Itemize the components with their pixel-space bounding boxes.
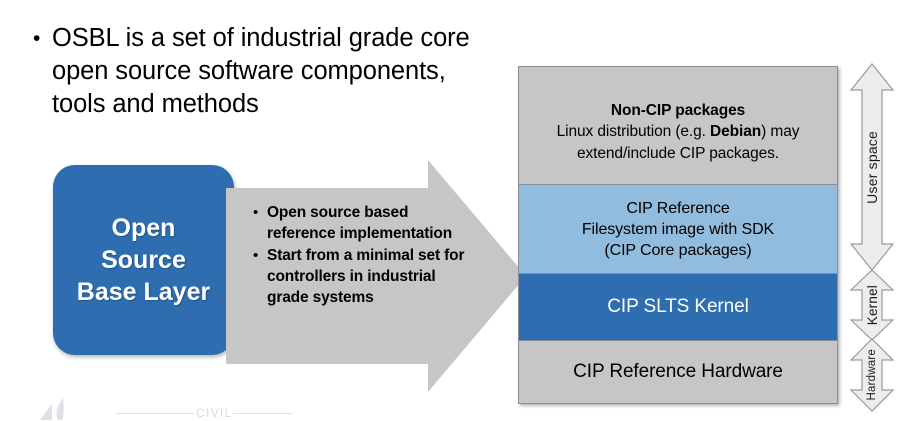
footer-logo: CIVIL xyxy=(36,398,296,421)
intro-bullet-block: • OSBL is a set of industrial grade core… xyxy=(33,22,493,121)
desc-part-bold: Debian xyxy=(710,123,762,140)
stack-layer-non-cip-packages: Non-CIP packages Linux distribution (e.g… xyxy=(519,67,837,184)
scope-arrow-kernel: Kernel xyxy=(849,268,895,342)
cip-slts-kernel-title: CIP SLTS Kernel xyxy=(607,296,749,317)
scope-arrow-hardware: Hardware xyxy=(849,337,895,413)
scope-label-wrapper: Kernel xyxy=(849,268,895,342)
scope-label-wrapper: Hardware xyxy=(849,337,895,413)
stack-layer-cip-reference-filesystem: CIP Reference Filesystem image with SDK … xyxy=(519,184,837,273)
bullet-dot-icon: • xyxy=(253,204,259,221)
transition-arrow-bullets: • Open source based reference implementa… xyxy=(253,202,468,309)
arrow-bullet-item: • Open source based reference implementa… xyxy=(253,202,468,244)
cip-reference-hardware-title: CIP Reference Hardware xyxy=(573,361,783,382)
stack-layer-cip-slts-kernel: CIP SLTS Kernel xyxy=(519,273,837,340)
scope-label-hardware: Hardware xyxy=(866,349,878,401)
logo-word: CIVIL xyxy=(196,406,233,420)
cip-reference-filesystem-line-2: Filesystem image with SDK xyxy=(581,220,775,238)
osbl-label-line-2: Source xyxy=(101,246,186,274)
logo-rule-left xyxy=(116,413,194,414)
arrow-bullet-text: Open source based reference implementati… xyxy=(267,204,453,242)
scope-arrow-user-space: User space xyxy=(849,62,895,272)
osbl-box: Open Source Base Layer xyxy=(53,165,234,355)
scope-label-wrapper: User space xyxy=(849,62,895,272)
cip-reference-filesystem-line-3: (CIP Core packages) xyxy=(604,241,752,259)
non-cip-packages-description: Linux distribution (e.g. Debian) may ext… xyxy=(519,121,837,165)
stack-layer-cip-reference-hardware: CIP Reference Hardware xyxy=(519,340,837,403)
osbl-label-line-1: Open xyxy=(111,214,176,242)
osbl-label-line-3: Base Layer xyxy=(76,278,211,306)
bullet-dot-icon: • xyxy=(33,27,41,50)
transition-arrow: • Open source based reference implementa… xyxy=(226,160,526,392)
arrow-bullet-text: Start from a minimal set for controllers… xyxy=(267,247,465,306)
scope-label-kernel: Kernel xyxy=(864,284,880,326)
intro-bullet-text: OSBL is a set of industrial grade core o… xyxy=(52,24,470,118)
scope-label-user-space: User space xyxy=(864,130,880,204)
sail-logo-icon xyxy=(40,398,64,420)
double-headed-vertical-arrow-icon xyxy=(849,338,895,412)
cip-reference-filesystem-line-1: CIP Reference xyxy=(626,199,730,217)
right-arrow-icon xyxy=(226,160,526,392)
bullet-dot-icon: • xyxy=(253,247,259,264)
non-cip-packages-title: Non-CIP packages xyxy=(610,102,746,119)
cip-architecture-stack: Non-CIP packages Linux distribution (e.g… xyxy=(518,66,838,404)
osbl-box-label: Open Source Base Layer xyxy=(77,212,210,308)
arrow-bullet-item: • Start from a minimal set for controlle… xyxy=(253,245,468,308)
desc-part-before: Linux distribution (e.g. xyxy=(556,123,711,140)
intro-bullet-row: • OSBL is a set of industrial grade core… xyxy=(33,22,493,121)
logo-rule-right xyxy=(233,413,293,414)
desc-part-after: ) may extend/include CIP packages. xyxy=(577,123,800,162)
